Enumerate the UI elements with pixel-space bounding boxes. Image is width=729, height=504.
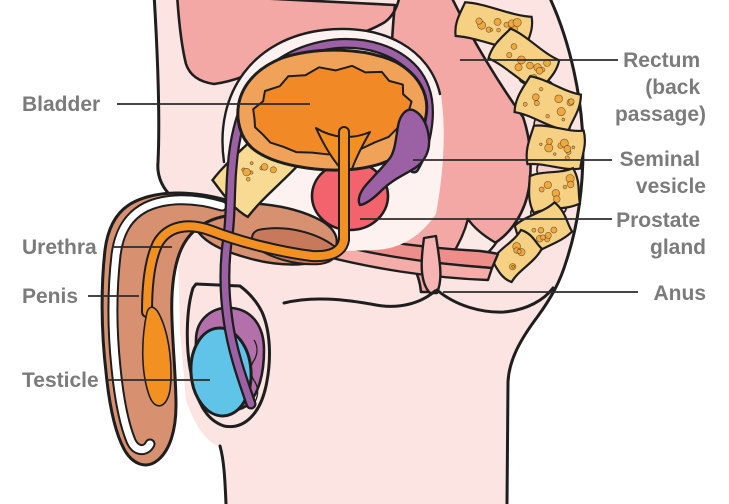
bone-speckle xyxy=(496,27,501,33)
bone-speckle xyxy=(533,100,540,107)
vertebra xyxy=(525,124,586,171)
label-prostate-line1: Prostate xyxy=(616,209,700,232)
label-urethra: Urethra xyxy=(22,236,97,259)
penis-sheath-channel-fill xyxy=(109,196,226,454)
vertebra-bone xyxy=(490,228,544,284)
bone-speckle xyxy=(489,28,494,32)
bone-speckle xyxy=(522,101,528,107)
bone-speckle xyxy=(269,166,277,174)
bone-speckle xyxy=(242,168,251,177)
bone-speckle xyxy=(475,17,483,25)
bone-speckle xyxy=(562,184,568,190)
bone-speckle xyxy=(553,152,557,156)
leader-lines xyxy=(88,59,638,381)
bone-speckle xyxy=(493,18,502,26)
bone-speckle xyxy=(561,117,566,122)
spine xyxy=(454,1,586,284)
bone-speckle xyxy=(539,142,543,146)
leg-front-outline xyxy=(218,444,228,504)
epididymis-squiggle xyxy=(250,339,259,403)
bone-speckle xyxy=(544,232,552,239)
bone-speckle xyxy=(526,61,534,70)
bone-speckle xyxy=(511,264,515,269)
label-seminal-line2: vesicle xyxy=(636,175,706,198)
label-rectum-line3: passage) xyxy=(615,103,706,126)
bone-speckle xyxy=(245,176,251,182)
bladder-interior xyxy=(252,64,413,156)
vertebra xyxy=(490,228,544,284)
label-anus: Anus xyxy=(654,282,707,305)
label-rectum: Rectum (back passage) xyxy=(615,49,706,126)
bone-speckle xyxy=(554,94,563,104)
bone-speckle xyxy=(563,145,572,153)
vertebra xyxy=(528,166,582,215)
anal-canal xyxy=(420,234,442,295)
seminal-vesicle-shape xyxy=(357,108,431,207)
bone-speckle xyxy=(531,227,537,233)
bone-speckle xyxy=(506,52,513,59)
bone-speckle xyxy=(532,93,540,101)
bone-speckle xyxy=(535,67,544,75)
vertebra xyxy=(513,75,583,132)
bone-speckle xyxy=(510,43,518,50)
bone-speckle xyxy=(571,145,576,150)
bone-speckle xyxy=(568,98,575,105)
bone-speckle xyxy=(556,107,566,117)
bone-speckle xyxy=(566,180,575,189)
label-prostate-line2: gland xyxy=(650,236,706,259)
buttock-fold-left xyxy=(282,289,437,308)
vertebra-bone xyxy=(525,124,586,171)
label-rectum-line1: Rectum xyxy=(623,49,700,72)
bone-speckle xyxy=(537,226,545,234)
urethra-tube xyxy=(143,128,348,316)
bone-speckle xyxy=(260,163,269,171)
labels: Bladder Urethra Penis Testicle Rectum (b… xyxy=(22,49,706,392)
peritoneum-ring xyxy=(221,27,442,164)
label-penis: Penis xyxy=(22,285,78,308)
bone-speckle xyxy=(538,186,545,193)
label-testicle: Testicle xyxy=(22,369,99,392)
label-bladder: Bladder xyxy=(22,93,100,116)
label-rectum-line2: (back xyxy=(645,76,700,99)
bone-speckle xyxy=(543,180,552,190)
bone-speckle xyxy=(546,138,553,145)
buttock-fold-right xyxy=(435,286,555,314)
label-prostate-gland: Prostate gland xyxy=(616,209,706,259)
label-seminal-line1: Seminal xyxy=(620,148,701,171)
label-seminal-vesicle: Seminal vesicle xyxy=(620,148,706,198)
bone-speckle xyxy=(249,161,254,166)
back-outline xyxy=(505,0,585,504)
bone-speckle xyxy=(553,195,561,203)
bone-speckle xyxy=(550,226,558,234)
bone-speckle xyxy=(516,248,522,254)
bone-speckle xyxy=(514,63,523,72)
bone-speckle xyxy=(560,138,569,148)
bone-speckle xyxy=(545,113,550,119)
pelvic-floor-muscle-light xyxy=(318,240,494,282)
bone-speckle xyxy=(539,87,544,92)
urethra-glans xyxy=(141,306,172,407)
